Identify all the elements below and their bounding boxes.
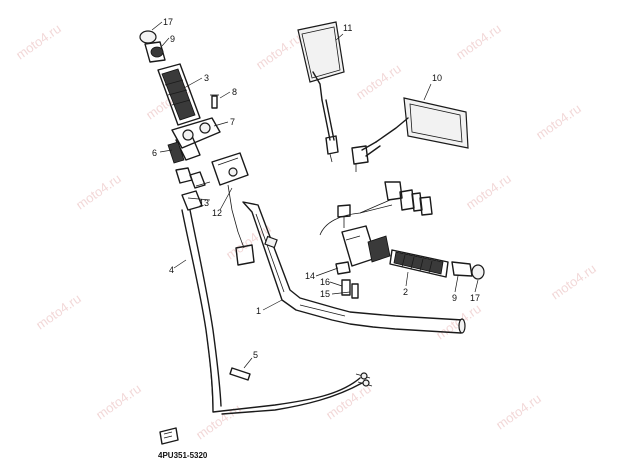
- watermark: moto4.ru: [533, 101, 584, 143]
- label-part-6: 6: [152, 148, 157, 158]
- left-clamp: [167, 117, 221, 164]
- label-part-15: 15: [320, 289, 330, 299]
- watermark: moto4.ru: [13, 21, 64, 63]
- label-part-17: 17: [163, 17, 173, 27]
- label-part-4: 4: [169, 265, 174, 275]
- label-part-9: 9: [452, 293, 457, 303]
- watermark: moto4.ru: [33, 291, 84, 333]
- right-grip: [389, 249, 449, 278]
- right-switch-housing: [319, 181, 433, 299]
- diagram-code: 4PU351-5320: [158, 451, 208, 460]
- right-mirror: [351, 97, 469, 172]
- right-end-weight: [451, 261, 485, 280]
- left-grip: [157, 63, 201, 126]
- watermark: moto4.ru: [253, 31, 304, 73]
- watermark: moto4.ru: [433, 301, 484, 343]
- part-labels: 17 9 3 8 7 6 13 12 4 5 1 2 9 17 10 11 14…: [152, 17, 480, 360]
- code-badge-icon: [159, 427, 179, 445]
- watermark: moto4.ru: [548, 261, 599, 303]
- cables: [181, 209, 373, 415]
- watermark-layer: moto4.ru moto4.ru moto4.ru moto4.ru moto…: [13, 21, 599, 443]
- label-part-17: 17: [470, 293, 480, 303]
- label-part-13: 13: [199, 198, 209, 208]
- watermark: moto4.ru: [93, 381, 144, 423]
- label-part-5: 5: [253, 350, 258, 360]
- label-part-16: 16: [320, 277, 330, 287]
- left-switch-housing: [175, 152, 255, 266]
- handlebar: [242, 201, 466, 334]
- watermark: moto4.ru: [453, 21, 504, 63]
- leader-lines: [151, 21, 479, 369]
- watermark: moto4.ru: [353, 61, 404, 103]
- cable-clip: [229, 367, 251, 381]
- label-part-9: 9: [170, 34, 175, 44]
- watermark: moto4.ru: [73, 171, 124, 213]
- left-mirror: [297, 21, 345, 163]
- watermark: moto4.ru: [323, 381, 374, 423]
- watermark: moto4.ru: [493, 391, 544, 433]
- label-part-12: 12: [212, 208, 222, 218]
- watermark: moto4.ru: [463, 171, 514, 213]
- label-part-3: 3: [204, 73, 209, 83]
- watermark: moto4.ru: [193, 401, 244, 443]
- label-part-7: 7: [230, 117, 235, 127]
- label-part-2: 2: [403, 287, 408, 297]
- label-part-8: 8: [232, 87, 237, 97]
- label-part-11: 11: [343, 23, 352, 33]
- label-part-10: 10: [432, 73, 442, 83]
- label-part-1: 1: [256, 306, 261, 316]
- label-part-14: 14: [305, 271, 315, 281]
- bolt: [210, 94, 219, 109]
- left-end-weight: [139, 30, 166, 63]
